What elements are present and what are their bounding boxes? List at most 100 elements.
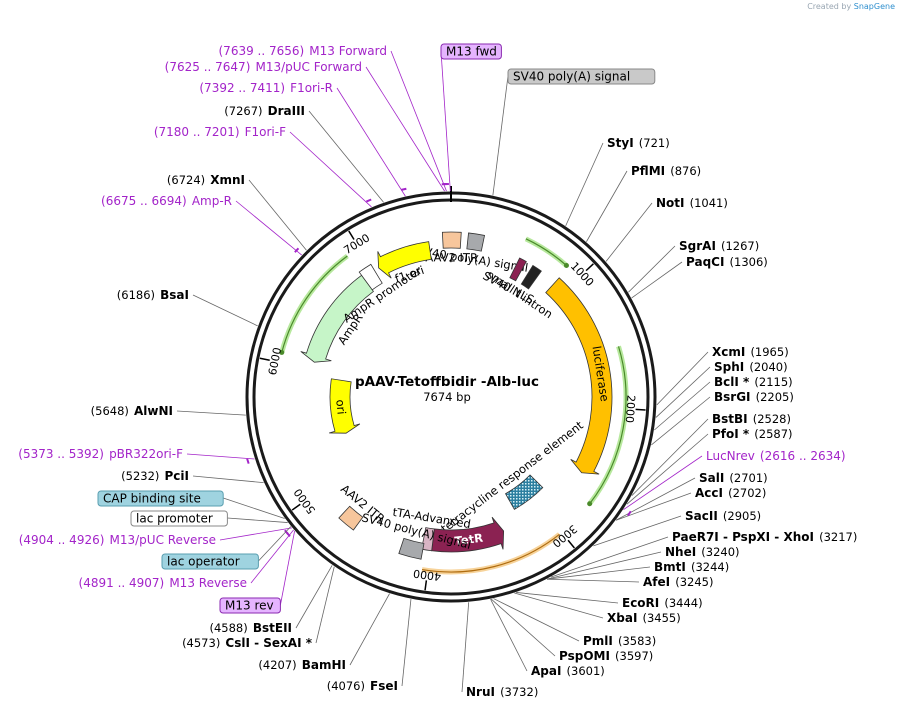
site-position: (3240) [701, 545, 739, 559]
leader-line [308, 110, 384, 203]
enzyme-site-17: AfeI (3245) [546, 571, 713, 590]
site-position: (2701) [729, 471, 767, 485]
primer-label-6: (4904 .. 4926) M13/pUC Reverse [19, 527, 292, 547]
enzyme-site-3: SgrAI (1267) [628, 239, 759, 293]
site-name: PaqCI [686, 255, 724, 269]
tick-mark [259, 357, 270, 361]
leader-line [258, 526, 292, 562]
leader-line [248, 179, 307, 251]
leader-line [235, 200, 302, 256]
feature-shape [300, 274, 374, 363]
feature-label: AAV2 ITR [425, 250, 478, 264]
tick-label: 7000 [342, 231, 373, 257]
leader-line [289, 131, 372, 208]
feature-label: small t intron [484, 267, 555, 321]
primer-label-3: (7180 .. 7201) F1ori-F [154, 125, 372, 208]
site-label-text: (7267) DraIII [224, 100, 305, 119]
site-position: (1965) [750, 345, 788, 359]
leader-line [656, 351, 709, 406]
site-position: (3597) [615, 649, 653, 663]
primer-mark [365, 198, 372, 203]
enzyme-site-left-0: (7267) DraIII [224, 100, 384, 203]
feature-shape [431, 516, 505, 553]
feature-arcs-layer [279, 236, 629, 575]
site-position: (3244) [691, 560, 729, 574]
leader-line [623, 455, 703, 510]
site-label-text: PaeR7I - PspXI - XhoI (3217) [672, 526, 857, 545]
site-position: (3583) [618, 634, 656, 648]
label-box-text: lac operator [167, 555, 240, 569]
leader-line [390, 50, 447, 192]
orf-arc-head [279, 349, 285, 355]
leader-line [631, 261, 683, 299]
site-name: NotI [656, 196, 685, 210]
primer-name: F1ori-F [245, 125, 286, 139]
primer-range: (7639 .. 7656) [219, 44, 305, 58]
primer-name: M13 Forward [309, 44, 387, 58]
leader-line [336, 87, 406, 197]
site-label-text: XcmI (1965) [712, 341, 789, 360]
enzyme-site-left-7: (4207) BamHI [258, 593, 390, 672]
leader-line [280, 530, 295, 606]
enzyme-site-left-5: (4588) BstEII [210, 565, 333, 635]
site-label-text: (7639 .. 7656) M13 Forward [219, 40, 388, 59]
site-label-text: (5373 .. 5392) pBR322ori-F [18, 443, 183, 462]
leader-line [547, 551, 662, 580]
enzyme-site-16: BmtI (3244) [547, 556, 729, 580]
site-position: (4076) [327, 679, 365, 693]
site-name: XcmI [712, 345, 745, 359]
leader-line [626, 433, 709, 505]
site-position: (721) [639, 136, 670, 150]
site-label-text: BsrGI (2205) [714, 386, 794, 405]
orf-arc-head [563, 262, 569, 268]
site-label-text: PspOMI (3597) [559, 645, 653, 664]
enzyme-site-14: PaeR7I - PspXI - XhoI (3217) [551, 526, 857, 578]
site-name: StyI [607, 136, 634, 150]
site-position: (6186) [117, 288, 155, 302]
label-box [161, 553, 259, 570]
site-label-text: (4573) CslI - SexAI * [182, 632, 313, 651]
enzyme-site-13: SacII (2905) [593, 509, 761, 547]
leader-line [440, 50, 451, 192]
feature-shape [329, 378, 361, 434]
leader-line [493, 598, 580, 642]
site-label-text: AfeI (3245) [643, 571, 713, 590]
label-box [507, 68, 656, 85]
leader-line [565, 142, 604, 227]
snapgene-brand: SnapGene [853, 2, 895, 11]
site-name: SalI [699, 471, 724, 485]
tick-mark [585, 263, 594, 272]
site-label-text: BstBI (2528) [712, 408, 791, 427]
enzyme-site-left-2: (6186) BsaI [117, 288, 258, 327]
site-name: AfeI [643, 575, 670, 589]
label-box [440, 43, 502, 60]
primer-name: M13 Reverse [169, 576, 247, 590]
site-name: PaeR7I - PspXI - XhoI [672, 530, 814, 544]
site-position: (3217) [819, 530, 857, 544]
primer-mark [246, 458, 250, 464]
label-box [97, 490, 224, 507]
site-name: BamHI [302, 658, 346, 672]
leader-line [516, 592, 619, 604]
label-box [130, 510, 228, 527]
site-label-text: StyI (721) [607, 132, 670, 151]
site-name: PmlI [583, 634, 613, 648]
site-name: PflMI [631, 164, 665, 178]
site-label-text: BmtI (3244) [654, 556, 729, 575]
leader-line [192, 475, 264, 484]
site-label-text: (6724) XmnI [167, 169, 245, 188]
site-position: (5232) [121, 469, 159, 483]
enzyme-site-22: ApaI (3601) [490, 598, 605, 678]
site-name: BsrGI [714, 390, 751, 404]
enzyme-site-7: BclI * (2115) [654, 375, 793, 431]
boxed-label-4: lac operator [161, 526, 292, 570]
site-label-text: PaqCI (1306) [686, 251, 768, 270]
feature-shape [509, 257, 527, 282]
site-name: BsaI [160, 288, 189, 302]
feature-shape [441, 231, 462, 249]
leader-line [655, 366, 711, 418]
leader-line [250, 529, 294, 584]
leader-line [223, 497, 285, 519]
